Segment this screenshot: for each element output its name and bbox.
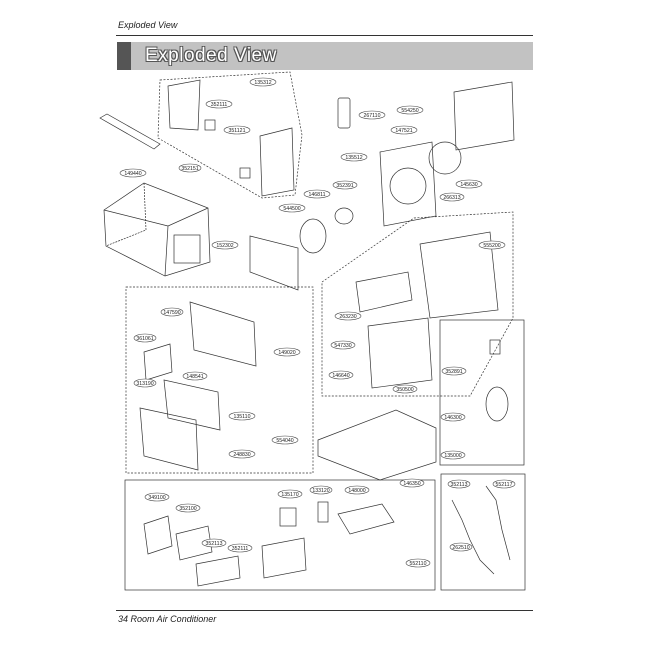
electric-box-part xyxy=(261,537,307,579)
refrigerant-group-frame xyxy=(440,473,526,591)
part-label: 547330 xyxy=(334,343,351,349)
refrigerant-tube-part xyxy=(451,499,495,575)
part-label: 361061 xyxy=(136,336,153,342)
part-label: 146300 xyxy=(444,415,461,421)
part-label: 262510 xyxy=(452,545,469,551)
part-label: 135110 xyxy=(234,414,251,420)
relay-part xyxy=(279,507,297,527)
front-grille-part xyxy=(189,301,257,367)
part-label: 544500 xyxy=(283,206,300,212)
compressor-group-frame xyxy=(439,319,525,466)
part-label: 145630 xyxy=(460,182,477,188)
condenser-coil-part xyxy=(453,81,515,151)
remote-control-part xyxy=(337,97,351,129)
part-label: 149020 xyxy=(278,350,295,356)
part-label: 135170 xyxy=(281,492,298,498)
part-label: 351121 xyxy=(229,128,246,134)
terminal-block-part xyxy=(195,555,241,587)
control-pcb-part xyxy=(143,515,173,555)
louver-part xyxy=(143,343,173,381)
section-banner: Exploded View xyxy=(117,42,533,70)
part-label: 146811 xyxy=(309,192,326,198)
capacitor-2-part xyxy=(317,501,329,523)
part-label: 552117 xyxy=(496,482,513,488)
part-label: 146640 xyxy=(332,373,349,379)
part-label: 135000 xyxy=(444,453,461,459)
footer-rule xyxy=(116,610,533,611)
top-rail-part xyxy=(99,113,161,150)
part-label: 263230 xyxy=(339,314,356,320)
part-label: 349100 xyxy=(148,495,165,501)
chassis-group-frame xyxy=(321,211,514,397)
part-label: 248830 xyxy=(233,452,250,458)
capacitor-part xyxy=(489,339,501,355)
part-label: 352151 xyxy=(181,166,198,172)
page-footer: 34 Room Air Conditioner xyxy=(118,614,217,624)
part-label: 313190 xyxy=(136,381,153,387)
control-box-part xyxy=(355,271,413,313)
insulation-part xyxy=(337,503,395,535)
part-label: 135312 xyxy=(254,80,271,86)
base-part xyxy=(317,409,437,481)
front-panel-group-frame xyxy=(157,71,303,199)
part-label: 133120 xyxy=(312,488,329,494)
part-label: 555200 xyxy=(483,243,500,249)
filter-part xyxy=(163,379,221,431)
part-label: 148000 xyxy=(348,488,365,494)
propeller-fan-part xyxy=(428,141,462,175)
part-label: 352111 xyxy=(211,102,228,108)
part-label: 554040 xyxy=(276,438,293,444)
part-label: 352113 xyxy=(451,482,468,488)
part-callouts: 135312 352111 351121 149440 352151 15230… xyxy=(119,77,516,568)
base-pan-part xyxy=(367,317,433,389)
evaporator-coil-part xyxy=(249,235,299,291)
part-label: 266313 xyxy=(443,195,460,201)
cabinet-part xyxy=(103,182,211,277)
fan-shroud-part xyxy=(379,141,437,227)
part-label: 152302 xyxy=(216,243,233,249)
part-label: 135512 xyxy=(345,155,362,161)
section-title: Exploded View xyxy=(145,45,277,66)
grille-group-frame xyxy=(125,286,314,474)
part-label: 352891 xyxy=(445,369,462,375)
part-label: 147521 xyxy=(395,128,412,134)
front-frame-part xyxy=(167,79,201,131)
part-label: 352391 xyxy=(336,183,353,189)
header-rule xyxy=(116,35,533,36)
banner-accent xyxy=(117,42,131,70)
compressor-part xyxy=(485,386,509,422)
part-label: 149440 xyxy=(124,171,141,177)
air-guide-part xyxy=(419,231,499,319)
blower-wheel-part xyxy=(299,218,327,254)
part-label: 352111 xyxy=(232,546,249,552)
part-label: 350500 xyxy=(396,387,413,393)
part-label: 146350 xyxy=(403,481,420,487)
part-label: 148541 xyxy=(186,374,203,380)
part-label: 554250 xyxy=(401,108,418,114)
part-label: 352113 xyxy=(206,541,223,547)
part-label: 147590 xyxy=(163,310,180,316)
fan-motor-part xyxy=(334,207,354,225)
part-label: 267110 xyxy=(364,113,381,119)
running-header: Exploded View xyxy=(118,20,178,30)
part-label: 352100 xyxy=(179,506,196,512)
control-group-frame xyxy=(124,479,436,591)
part-label: 552110 xyxy=(410,561,427,567)
display-pcb-part xyxy=(175,525,213,561)
inlet-grille-part xyxy=(139,407,199,471)
